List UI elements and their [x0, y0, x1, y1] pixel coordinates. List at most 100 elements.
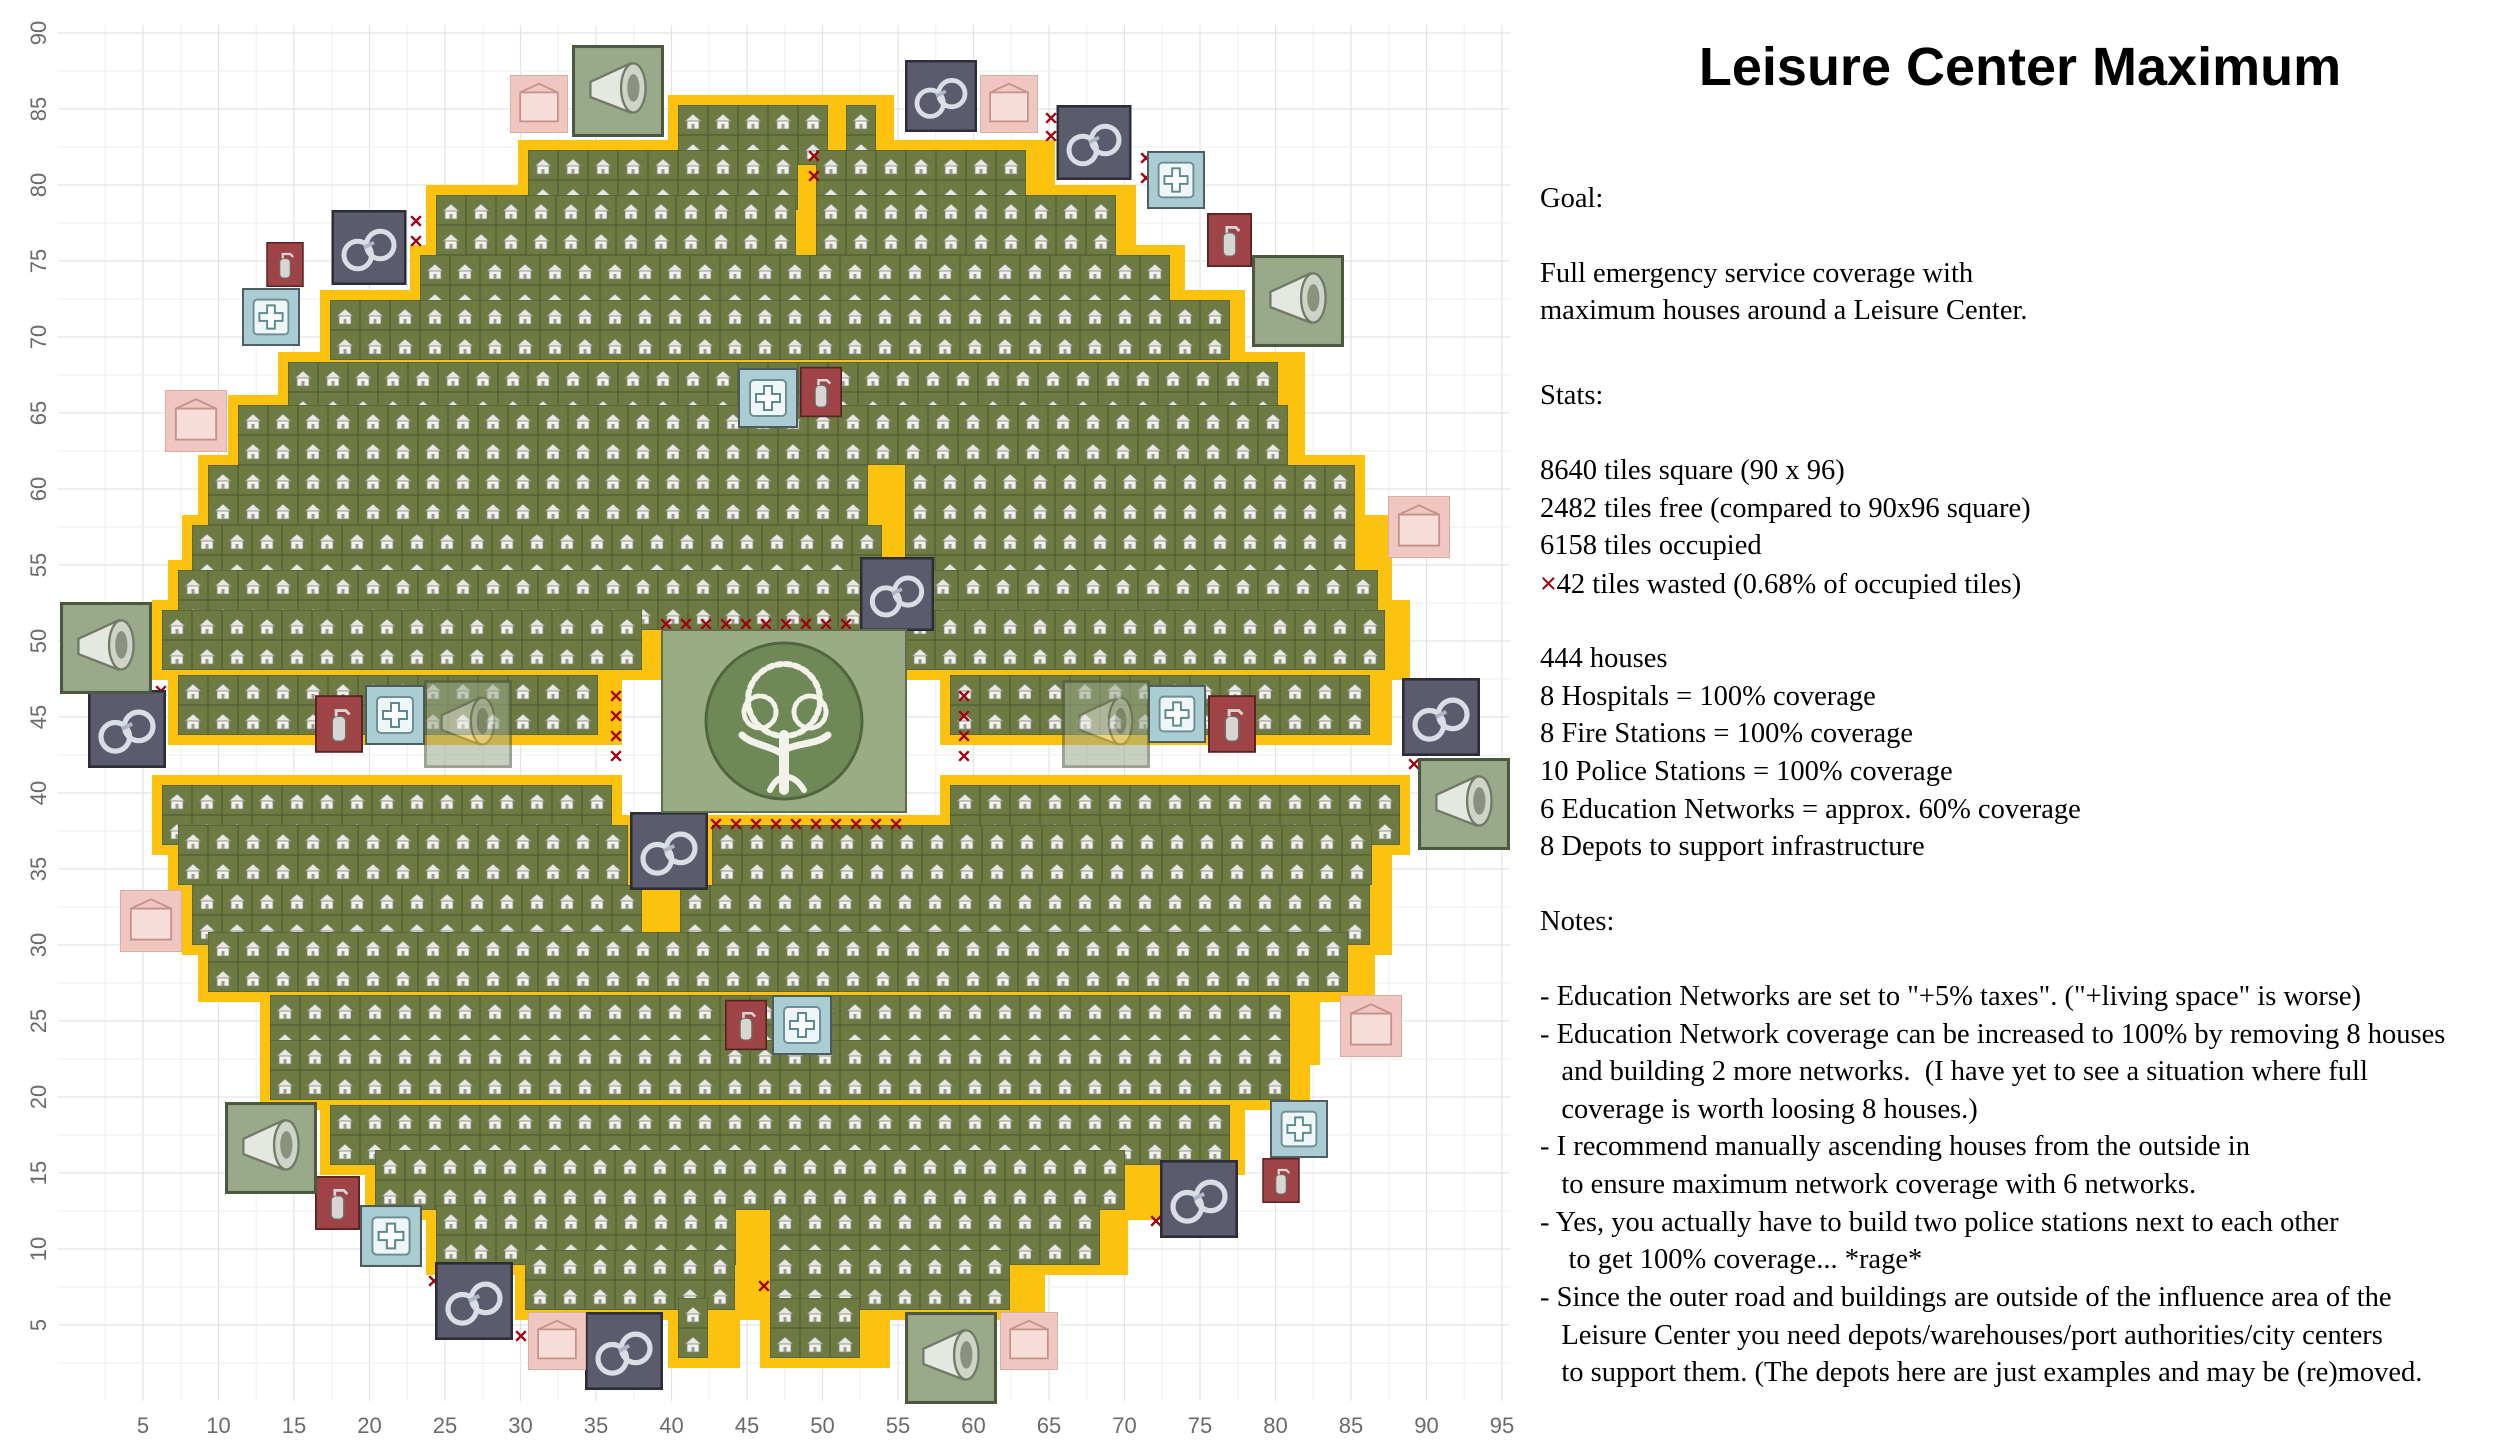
house-icon — [770, 885, 800, 915]
house-icon — [870, 1040, 900, 1070]
house-icon — [975, 1150, 1005, 1180]
house-icon — [630, 300, 660, 330]
house-icon — [1170, 300, 1200, 330]
house-icon — [540, 1105, 570, 1135]
house-icon — [965, 495, 995, 525]
house-icon — [1050, 995, 1080, 1025]
house-icon — [568, 570, 598, 600]
house-icon — [390, 1040, 420, 1070]
house-icon — [1040, 1205, 1070, 1235]
house-icon — [1198, 932, 1228, 962]
house-icon — [1265, 640, 1295, 670]
house-icon — [840, 255, 870, 285]
house-icon — [570, 1040, 600, 1070]
house-icon — [1128, 362, 1158, 392]
house-icon — [1250, 785, 1280, 815]
house-icon — [688, 435, 718, 465]
house-icon — [1108, 962, 1138, 992]
house-icon — [436, 225, 466, 255]
house-icon — [1168, 435, 1198, 465]
y-tick-label: 35 — [26, 857, 51, 881]
house-icon — [1040, 885, 1070, 915]
house-icon — [510, 1040, 540, 1070]
house-icon — [372, 885, 402, 915]
house-icon — [1318, 570, 1348, 600]
house-icon — [300, 995, 330, 1025]
house-icon — [1205, 610, 1235, 640]
house-icon — [960, 995, 990, 1025]
house-icon — [810, 300, 840, 330]
house-icon — [720, 300, 750, 330]
handcuffs-icon — [586, 1313, 661, 1388]
y-tick-label: 10 — [26, 1237, 51, 1261]
house-icon — [952, 855, 982, 885]
house-icon — [958, 570, 988, 600]
house-icon — [1042, 855, 1072, 885]
house-icon — [678, 1328, 708, 1358]
house-icon — [808, 570, 838, 600]
house-icon — [628, 405, 658, 435]
house-icon — [330, 1135, 360, 1165]
house-icon — [768, 105, 798, 135]
house-icon — [268, 570, 298, 600]
house-icon — [480, 300, 510, 330]
stats-heading: Stats: — [1540, 380, 1604, 411]
house-icon — [690, 995, 720, 1025]
house-icon — [298, 962, 328, 992]
fire-extinguisher-icon — [725, 999, 767, 1051]
house-icon — [960, 255, 990, 285]
house-icon — [748, 435, 778, 465]
house-icon — [846, 150, 876, 180]
house-icon — [740, 885, 770, 915]
house-icon — [615, 1250, 645, 1280]
house-icon — [1192, 825, 1222, 855]
house-icon — [840, 1105, 870, 1135]
house-icon — [600, 255, 630, 285]
house-icon — [832, 825, 862, 855]
house-icon — [1080, 255, 1110, 285]
house-icon — [846, 105, 876, 135]
x-tick-label: 60 — [961, 1413, 985, 1438]
house-icon — [528, 150, 558, 180]
house-icon — [480, 1070, 510, 1100]
house-icon — [492, 610, 522, 640]
house-icon — [795, 1150, 825, 1180]
house-icon — [838, 962, 868, 992]
house-icon — [1282, 855, 1312, 885]
house-icon — [238, 825, 268, 855]
house-icon — [1228, 435, 1258, 465]
house-icon — [598, 405, 628, 435]
house-icon — [1205, 640, 1235, 670]
house-icon — [1010, 1205, 1040, 1235]
house-icon — [648, 150, 678, 180]
house-icon — [1048, 570, 1078, 600]
house-icon — [582, 610, 612, 640]
stat-line: 2482 tiles free (compared to 90x96 squar… — [1540, 493, 2031, 524]
house-icon — [868, 435, 898, 465]
house-icon — [1078, 435, 1108, 465]
house-icon — [750, 1105, 780, 1135]
house-icon — [862, 855, 892, 885]
house-icon — [448, 825, 478, 855]
house-icon — [690, 1040, 720, 1070]
house-icon — [526, 225, 556, 255]
house-icon — [388, 962, 418, 992]
house-icon — [540, 1040, 570, 1070]
house-icon — [990, 1070, 1020, 1100]
megaphone-icon — [423, 680, 513, 768]
house-icon — [990, 1040, 1020, 1070]
house-icon — [328, 405, 358, 435]
house-icon — [480, 1040, 510, 1070]
house-icon — [558, 150, 588, 180]
house-icon — [358, 435, 388, 465]
house-icon — [658, 495, 688, 525]
megaphone-icon — [225, 1102, 317, 1194]
house-icon — [508, 932, 538, 962]
house-icon — [870, 995, 900, 1025]
house-icon — [238, 435, 268, 465]
house-icon — [892, 825, 922, 855]
house-icon — [772, 825, 802, 855]
house-icon — [268, 825, 298, 855]
house-icon — [342, 525, 372, 555]
